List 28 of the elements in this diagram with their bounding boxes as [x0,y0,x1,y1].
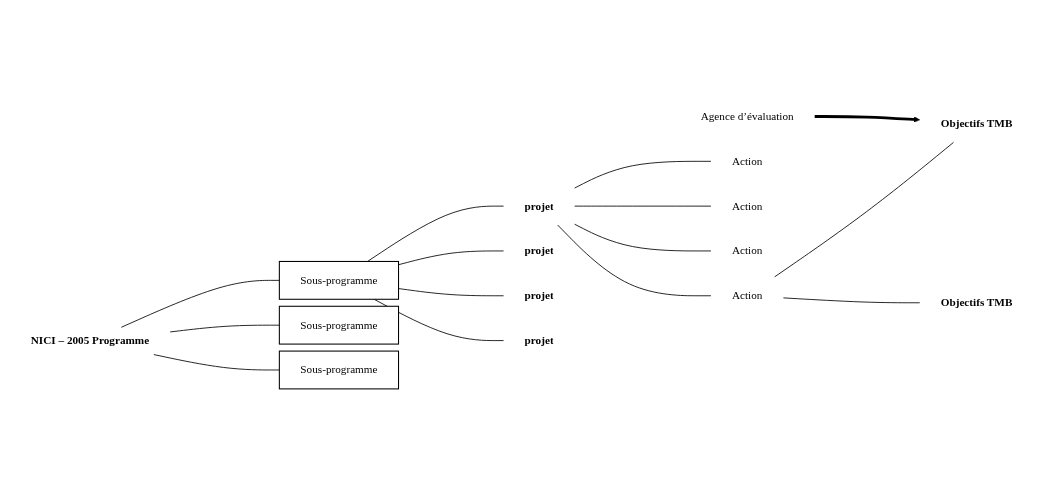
node-text: NICI – 2005 Programme [30,334,150,347]
connector [367,205,504,263]
node-text: Action [731,244,763,257]
node-box: Sous-programme [278,350,400,390]
node-text: projet [524,289,554,302]
connector [120,280,280,328]
node-box: Sous-programme [278,261,400,301]
connector [574,161,712,189]
node-text: Action [731,289,763,302]
connector [373,299,504,342]
node-text: Objectifs TMB [940,117,1013,130]
connector [557,224,712,297]
node-text: projet [524,334,554,347]
connector [398,250,504,266]
connector [774,142,954,278]
node-text: Agence d’évaluation [700,110,794,123]
arrow [814,115,920,123]
connector [574,224,712,252]
connector [169,325,280,333]
node-text: Objectifs TMB [940,296,1013,309]
node-box: Sous-programme [278,306,400,345]
node-text: projet [524,200,554,212]
connector [153,354,280,371]
connector [783,297,921,304]
node-text: projet [524,244,554,257]
node-text: Action [731,155,763,168]
node-text: Action [731,200,763,212]
connector [398,288,504,297]
